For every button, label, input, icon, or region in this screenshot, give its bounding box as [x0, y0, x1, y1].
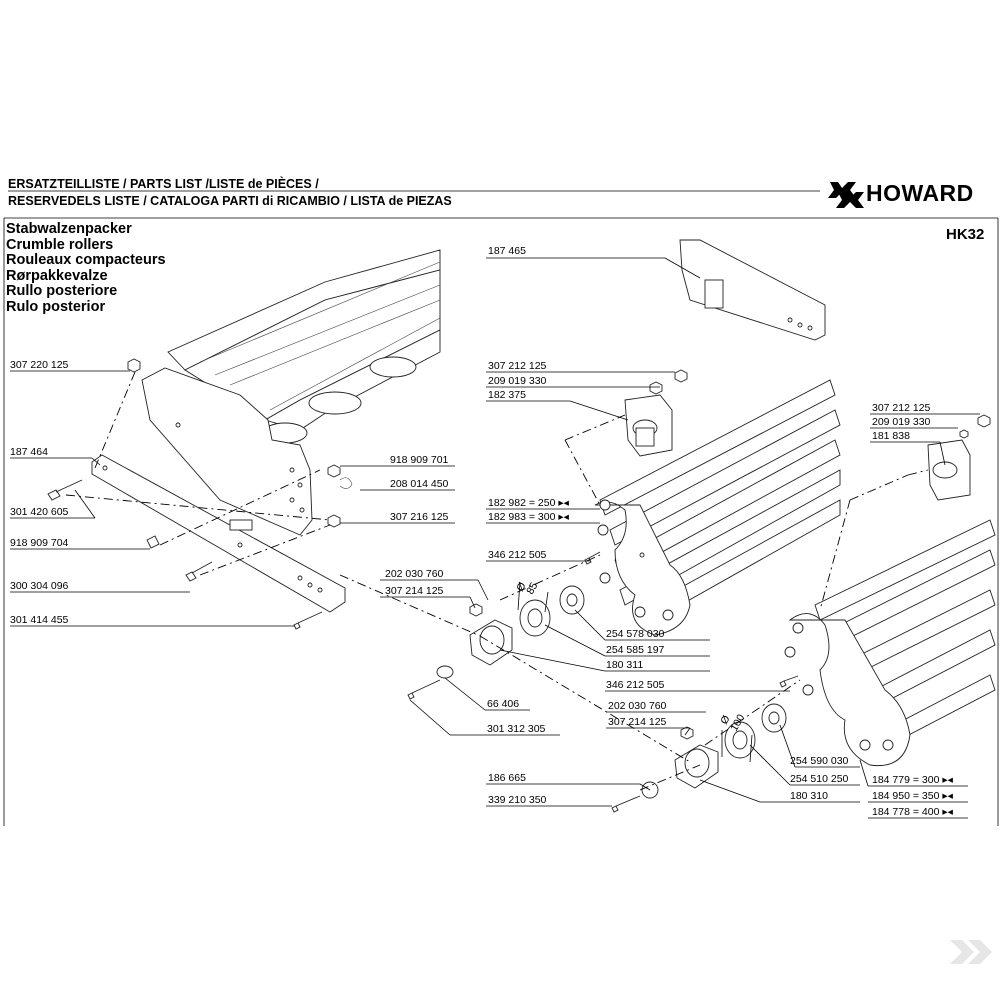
- label-307212125-a: 307 212 125: [488, 360, 547, 372]
- label-202030760-b: 202 030 760: [608, 700, 667, 712]
- label-184779: 184 779 = 300 ▸◂: [872, 774, 954, 786]
- main-frame-beam: [167, 249, 441, 444]
- label-182982: 182 982 = 250 ▸◂: [488, 497, 570, 509]
- label-307214125-b: 307 214 125: [608, 716, 667, 728]
- leader-lines: [10, 257, 980, 819]
- header-line-2: RESERVEDELS LISTE / CATALOGA PARTI di RI…: [8, 194, 452, 208]
- label-180310: 180 310: [790, 790, 828, 802]
- label-339210350: 339 210 350: [488, 794, 547, 806]
- label-254510250: 254 510 250: [790, 773, 849, 785]
- title-it: Rullo posteriore: [6, 283, 118, 299]
- scraper-bar: [91, 454, 346, 613]
- title-dk: Rørpakkevalze: [6, 267, 108, 284]
- fasteners-left: [47, 358, 353, 630]
- label-181838: 181 838: [872, 430, 910, 442]
- direction-arrows-icon: ▸◂: [939, 806, 953, 818]
- part-labels: 187 465 307 220 125 307 212 125 209 019 …: [10, 245, 954, 818]
- label-209019330-b: 209 019 330: [872, 416, 931, 428]
- label-918909704: 918 909 704: [10, 537, 69, 549]
- label-307212125-b: 307 212 125: [872, 402, 931, 414]
- header-line-1: ERSATZTEILLISTE / PARTS LIST /LISTE de P…: [8, 177, 319, 191]
- label-254585197: 254 585 197: [606, 644, 665, 656]
- label-346212505-b: 346 212 505: [606, 679, 665, 691]
- label-301420605: 301 420 605: [10, 506, 69, 518]
- bracket-187465: [679, 239, 826, 341]
- dimension-85: 85: [524, 580, 540, 596]
- title-en: Crumble rollers: [6, 236, 114, 253]
- crumble-roller-1: [594, 379, 841, 636]
- title-de: Stabwalzenpacker: [6, 221, 132, 237]
- bearing-housing-182375: [624, 394, 673, 457]
- direction-arrows-icon: ▸◂: [939, 774, 953, 786]
- crumble-roller-2: [784, 519, 996, 767]
- label-184778: 184 778 = 400 ▸◂: [872, 806, 954, 818]
- howard-logo-mark-icon: [828, 182, 864, 208]
- label-918909701: 918 909 701: [390, 454, 449, 466]
- label-180311: 180 311: [606, 659, 643, 671]
- title-block: Stabwalzenpacker Crumble rollers Rouleau…: [6, 221, 166, 315]
- bearing-housing-181838: [927, 439, 971, 501]
- label-182983: 182 983 = 300 ▸◂: [488, 511, 570, 523]
- label-187465: 187 465: [488, 245, 526, 257]
- label-66406: 66 406: [487, 698, 519, 710]
- direction-arrows-icon: ▸◂: [939, 790, 953, 802]
- label-209019330-a: 209 019 330: [488, 375, 547, 387]
- model-code: HK32: [946, 226, 985, 243]
- watermark-logo: [950, 940, 992, 964]
- label-307214125-a: 307 214 125: [385, 585, 444, 597]
- label-208014450: 208 014 450: [390, 478, 449, 490]
- label-301312305: 301 312 305: [487, 723, 546, 735]
- label-184950: 184 950 = 350 ▸◂: [872, 790, 954, 802]
- title-fr: Rouleaux compacteurs: [6, 252, 166, 268]
- label-187464: 187 464: [10, 446, 48, 458]
- label-202030760-a: 202 030 760: [385, 568, 444, 580]
- label-300304096: 300 304 096: [10, 580, 69, 592]
- brand-name: HOWARD: [866, 180, 974, 206]
- howard-logo: HOWARD: [828, 178, 998, 210]
- title-es: Rulo posterior: [6, 298, 106, 315]
- direction-arrows-icon: ▸◂: [555, 497, 569, 509]
- assembly-axes: [65, 371, 929, 791]
- label-186665: 186 665: [488, 772, 526, 784]
- label-254590030: 254 590 030: [790, 755, 849, 767]
- label-307216125: 307 216 125: [390, 511, 449, 523]
- label-254578030: 254 578 030: [606, 628, 665, 640]
- label-301414455: 301 414 455: [10, 614, 69, 626]
- label-182375: 182 375: [488, 389, 526, 401]
- direction-arrows-icon: ▸◂: [555, 511, 569, 523]
- label-307220125: 307 220 125: [10, 359, 69, 371]
- label-346212505-a: 346 212 505: [488, 549, 547, 561]
